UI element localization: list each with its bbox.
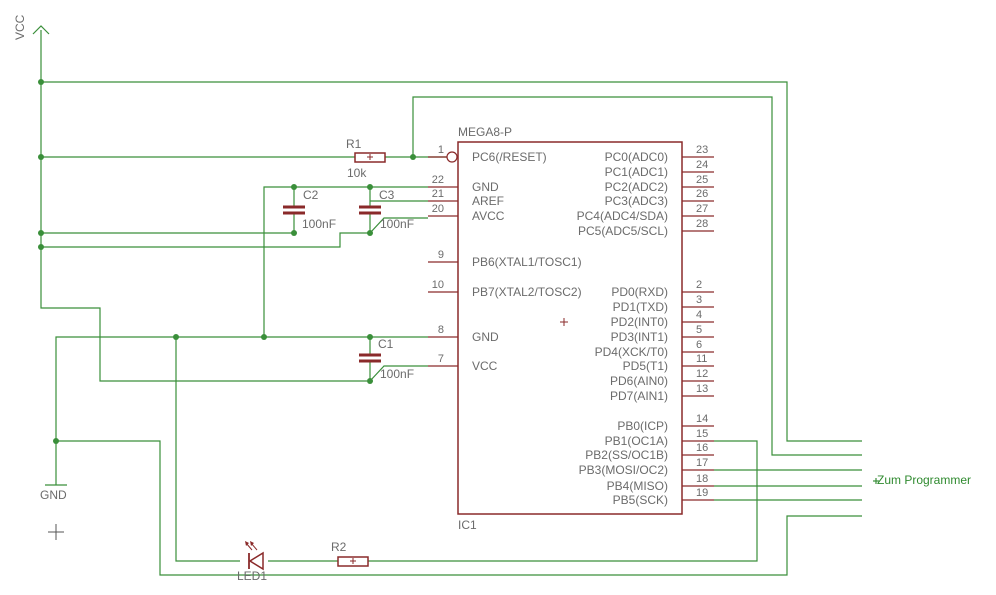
pin-label: PD1(TXD) xyxy=(613,300,668,314)
c2-value: 100nF xyxy=(302,217,336,231)
gnd-label: GND xyxy=(40,488,67,502)
inverted-pin-bubble xyxy=(446,151,458,163)
origin-cross xyxy=(48,524,64,540)
c1-value: 100nF xyxy=(380,367,414,381)
c2-name: C2 xyxy=(303,188,319,202)
gnd-symbol: GND xyxy=(40,484,67,502)
pin-number: 16 xyxy=(696,442,708,454)
pin-number: 3 xyxy=(696,294,702,306)
pin-number: 15 xyxy=(696,428,708,440)
pin-label: AVCC xyxy=(472,209,505,223)
pin-label: PD4(XCK/T0) xyxy=(595,345,668,359)
pin-number: 23 xyxy=(696,144,708,156)
pin-number: 19 xyxy=(696,487,708,499)
pin-number: 11 xyxy=(696,353,707,365)
ic-name: MEGA8-P xyxy=(458,125,512,139)
pin-label: PB0(ICP) xyxy=(617,419,668,433)
vcc-symbol: VCC xyxy=(13,14,50,40)
right-pins: 23PC0(ADC0)24PC1(ADC1)25PC2(ADC2)26PC3(A… xyxy=(577,144,714,507)
ic-origin-cross xyxy=(560,318,568,326)
pin-number: 2 xyxy=(696,279,702,291)
r1-name: R1 xyxy=(346,137,362,151)
pin-number: 5 xyxy=(696,324,702,336)
resistor-r2: R2 xyxy=(331,540,369,567)
pin-label: AREF xyxy=(472,194,504,208)
pin-number: 13 xyxy=(696,383,708,395)
pin-number: 8 xyxy=(438,324,444,336)
led-led1: LED1 xyxy=(237,541,267,583)
pin-number: 17 xyxy=(696,457,708,469)
pin-label: PB3(MOSI/OC2) xyxy=(579,463,668,477)
pin-number: 7 xyxy=(438,353,444,365)
pin-label: PC3(ADC3) xyxy=(605,194,668,208)
pin-label: PB4(MISO) xyxy=(607,479,668,493)
resistor-r1: R1 10k xyxy=(346,137,386,180)
pin-label: PC1(ADC1) xyxy=(605,165,668,179)
programmer-connector: Zum Programmer xyxy=(873,473,971,487)
r2-name: R2 xyxy=(331,540,347,554)
pin-number: 27 xyxy=(696,203,708,215)
pin-label: PB1(OC1A) xyxy=(605,434,668,448)
pin-label: PC2(ADC2) xyxy=(605,180,668,194)
r1-value: 10k xyxy=(347,166,367,180)
pin-label: GND xyxy=(472,330,499,344)
pin-label: PD0(RXD) xyxy=(611,285,668,299)
pin-label: VCC xyxy=(472,359,498,373)
pin-label: PD2(INT0) xyxy=(611,315,668,329)
pin-label: PD7(AIN1) xyxy=(610,389,668,403)
pin-label: PB2(SS/OC1B) xyxy=(585,448,668,462)
led-name: LED1 xyxy=(237,569,267,583)
junction-dots xyxy=(38,79,416,444)
capacitor-c3: C3 100nF xyxy=(359,188,414,231)
pin-number: 21 xyxy=(432,188,444,200)
pin-number: 9 xyxy=(438,249,444,261)
pin-label: PB5(SCK) xyxy=(613,493,668,507)
pin-label: PC0(ADC0) xyxy=(605,150,668,164)
pin-label: PD6(AIN0) xyxy=(610,374,668,388)
wires xyxy=(40,30,862,576)
pin-label: GND xyxy=(472,180,499,194)
c1-name: C1 xyxy=(378,337,394,351)
pin-number: 4 xyxy=(696,309,702,321)
c3-value: 100nF xyxy=(380,217,414,231)
pin-number: 1 xyxy=(438,144,444,156)
vcc-label: VCC xyxy=(13,14,27,40)
capacitor-c1: C1 100nF xyxy=(359,337,414,381)
pin-label: PC5(ADC5/SCL) xyxy=(578,224,668,238)
pin-number: 14 xyxy=(696,413,708,425)
pin-label: PC6(/RESET) xyxy=(472,150,547,164)
programmer-label: Zum Programmer xyxy=(877,473,971,487)
ic-ref: IC1 xyxy=(458,518,477,532)
pin-number: 26 xyxy=(696,188,708,200)
pin-number: 20 xyxy=(432,203,444,215)
pin-label: PD5(T1) xyxy=(623,359,668,373)
pin-label: PD3(INT1) xyxy=(611,330,668,344)
capacitor-c2: C2 100nF xyxy=(283,188,336,231)
pin-label: PC4(ADC4/SDA) xyxy=(577,209,668,223)
pin-number: 10 xyxy=(432,279,444,291)
pin-number: 22 xyxy=(432,174,444,186)
pin-number: 28 xyxy=(696,218,708,230)
pin-label: PB6(XTAL1/TOSC1) xyxy=(472,255,582,269)
pin-number: 25 xyxy=(696,174,708,186)
pin-number: 18 xyxy=(696,473,708,485)
pin-number: 24 xyxy=(696,159,708,171)
pin-label: PB7(XTAL2/TOSC2) xyxy=(472,285,582,299)
pin-number: 6 xyxy=(696,339,702,351)
c3-name: C3 xyxy=(379,188,395,202)
pin-number: 12 xyxy=(696,368,708,380)
